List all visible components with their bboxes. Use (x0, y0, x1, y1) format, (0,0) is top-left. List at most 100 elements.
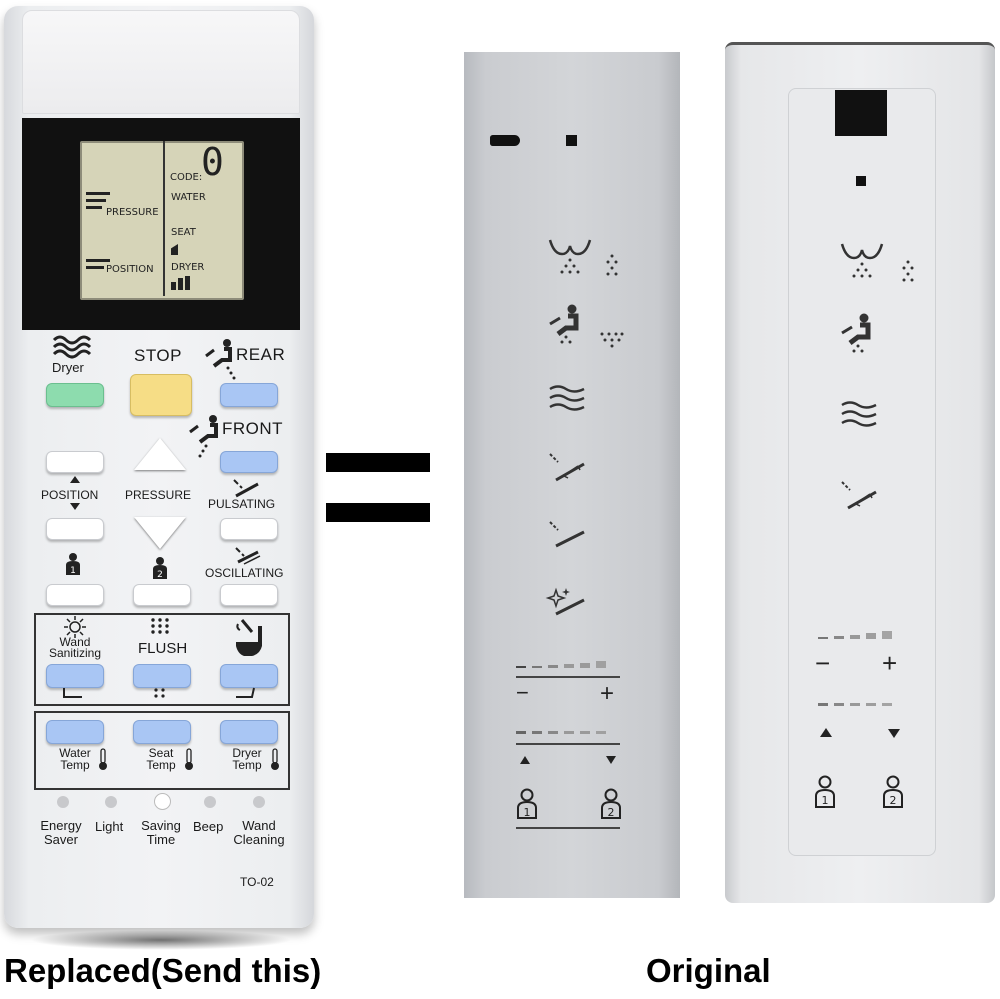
user-2-icon[interactable]: 2 (882, 775, 904, 809)
position-back-button[interactable] (888, 729, 900, 738)
position-back-button[interactable] (606, 756, 616, 764)
thermometer-icon (185, 748, 193, 770)
position-level-segment (850, 703, 860, 706)
lcd-seat-level-icon (171, 244, 178, 255)
dryer-waves-icon (841, 401, 877, 427)
svg-text:2: 2 (890, 794, 897, 807)
pulsate-wand-icon (549, 521, 585, 548)
user-2-button[interactable] (133, 584, 191, 606)
user-1-icon: 1 (66, 553, 80, 576)
rear-label: REAR (236, 345, 286, 364)
position-up-button[interactable] (46, 451, 104, 473)
energy-saver-label: Energy Saver (40, 818, 82, 847)
front-wash-person-icon (189, 415, 218, 458)
pressure-level-segment (850, 635, 860, 639)
flush-dots-icon (151, 618, 169, 634)
wand-sanitizing-button[interactable] (46, 664, 104, 688)
wand-cleaning-indicator (253, 796, 265, 808)
pressure-minus-button[interactable]: − (516, 680, 529, 705)
pressure-level-segment (548, 665, 558, 668)
pressure-up-button[interactable] (134, 438, 186, 470)
lcd-display (80, 141, 244, 300)
remote2-sensor-window (835, 90, 887, 136)
front-button[interactable] (220, 451, 278, 473)
light-indicator (105, 796, 117, 808)
pressure-level-segment (532, 666, 542, 668)
pulsating-button[interactable] (220, 518, 278, 540)
seat-temp-button[interactable] (133, 720, 191, 744)
svg-text:1: 1 (524, 806, 531, 819)
pulsating-spray-icon (233, 479, 259, 498)
wand-clean-sparkle-icon (545, 587, 585, 616)
toilet-lid-icon (236, 619, 262, 656)
thermometer-icon (99, 748, 107, 770)
oscillating-button[interactable] (220, 584, 278, 606)
position-label: POSITION (41, 488, 99, 502)
front-label: FRONT (222, 419, 284, 438)
position-level-segment (564, 731, 574, 734)
user-1-icon[interactable]: 1 (814, 775, 836, 809)
pressure-down-button[interactable] (134, 517, 186, 549)
lcd-dryer-label: DRYER (171, 262, 205, 273)
oscillate-wand-icon (841, 481, 877, 510)
rear-wash-icon (548, 239, 592, 274)
svg-text:2: 2 (157, 570, 163, 580)
user-2-icon[interactable]: 2 (600, 788, 622, 820)
svg-text:1: 1 (822, 794, 829, 807)
remote2-indicator-light (856, 176, 866, 186)
position-level-segment (882, 703, 892, 706)
lcd-code-digit: 0 (201, 140, 224, 184)
lcd-position-level-bar (86, 266, 104, 269)
spray-wide-icon (600, 332, 624, 348)
flush-button[interactable] (133, 664, 191, 688)
lcd-position-label: POSITION (106, 264, 154, 275)
pressure-plus-button[interactable]: + (882, 648, 898, 678)
equals-sign-top (326, 453, 430, 472)
saving-time-indicator (154, 793, 171, 810)
water-temp-button[interactable] (46, 720, 104, 744)
lcd-pressure-level-bar (86, 199, 106, 202)
flush-label: FLUSH (138, 640, 188, 657)
pressure-minus-button[interactable]: − (815, 648, 831, 678)
pressure-level-segment (596, 661, 606, 668)
dryer-temp-button[interactable] (220, 720, 278, 744)
dryer-button[interactable] (46, 383, 104, 407)
lcd-pressure-label: PRESSURE (106, 207, 159, 218)
seat-open-icon (236, 687, 255, 698)
stop-button[interactable] (130, 374, 192, 416)
user-1-icon[interactable]: 1 (516, 788, 538, 820)
position-level-segment (580, 731, 590, 734)
pressure-level-segment (516, 666, 526, 668)
model-label: TO-02 (240, 875, 274, 889)
user-2-icon: 2 (153, 557, 167, 580)
flush-small-dots-icon (154, 688, 165, 698)
dryer-waves-icon (549, 385, 585, 411)
pressure-plus-button[interactable]: + (600, 680, 615, 707)
dryer-waves-icon (52, 335, 92, 359)
rear-button[interactable] (220, 383, 278, 407)
lcd-seat-label: SEAT (171, 227, 196, 238)
lcd-divider (163, 141, 165, 296)
saving-time-label: Saving Time (141, 818, 181, 847)
sanitizing-sun-icon (64, 616, 86, 638)
beep-indicator (204, 796, 216, 808)
oscillating-label: OSCILLATING (205, 566, 284, 580)
dryer-label: Dryer (52, 360, 84, 375)
user-separator (516, 827, 620, 829)
pressure-separator (516, 676, 620, 678)
lid-button[interactable] (220, 664, 278, 688)
lcd-dryer-level-bar (185, 276, 190, 290)
lcd-water-label: WATER (171, 192, 206, 203)
position-forward-button[interactable] (820, 728, 832, 737)
position-level-segment (866, 703, 876, 706)
oscillating-spray-icon (235, 547, 261, 565)
front-wash-icon (841, 313, 871, 353)
position-down-button[interactable] (46, 518, 104, 540)
position-forward-button[interactable] (520, 756, 530, 764)
front-wash-icon (549, 304, 579, 344)
position-level-segment (596, 731, 606, 734)
remote1-sensor-window (490, 135, 520, 146)
lcd-pressure-level-bar (86, 206, 102, 209)
user-1-button[interactable] (46, 584, 104, 606)
seat-temp-label: Seat Temp (146, 746, 176, 772)
